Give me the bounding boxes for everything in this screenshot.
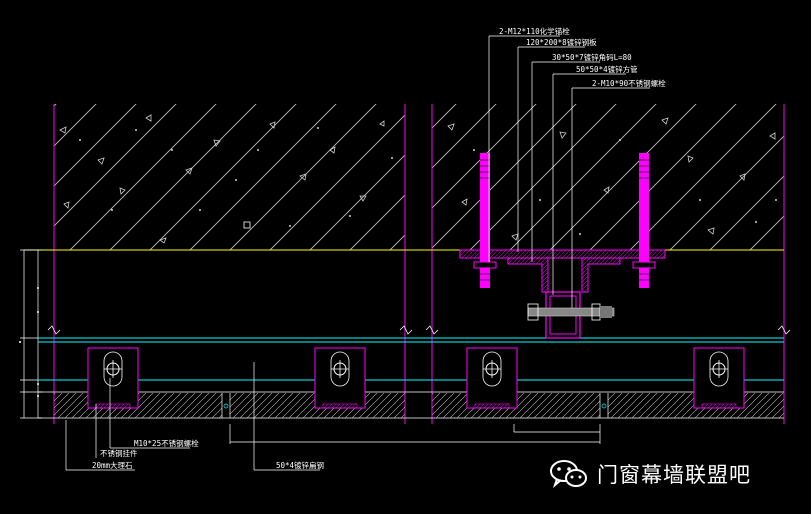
label-plate-120x200: 120*200*8镀锌钢板 [526, 37, 597, 47]
label-bolt-m12: 2-M12*110化学锚栓 [499, 26, 570, 36]
keel-lines [38, 337, 784, 381]
hanger-plates [87, 347, 745, 409]
hanger-plate [466, 347, 518, 409]
label-tube-50x50: 50*50*4镀锌方管 [576, 64, 638, 74]
label-bolt-m10-25-sub: 不锈钢挂件 [100, 448, 138, 458]
wechat-icon [550, 460, 587, 489]
watermark: 门窗幕墙联盟吧 [549, 458, 799, 490]
anchor-bolt-left [473, 153, 497, 288]
anchor-bolt-right [632, 153, 656, 288]
marker-square [243, 221, 251, 229]
dimension-bottom [229, 424, 601, 444]
embedded-plate [459, 249, 666, 259]
angle-brackets [507, 257, 621, 293]
break-marks [47, 325, 791, 335]
stone-joints [221, 393, 609, 418]
dimension-left [20, 249, 42, 419]
leader-lines [65, 35, 650, 471]
wall-boundaries [53, 104, 785, 424]
label-bolt-m10-90: 2-M10*90不锈钢螺栓 [592, 78, 666, 88]
watermark-text: 门窗幕墙联盟吧 [597, 463, 751, 487]
label-angle-30x50: 30*50*7镀锌角码L=80 [552, 52, 632, 62]
hanger-plate [693, 347, 745, 409]
label-bolt-m10-25: M10*25不锈钢螺栓 [134, 438, 199, 448]
concrete-dots [79, 127, 777, 235]
hanger-plate [87, 347, 139, 409]
label-stone-20mm: 20mm大理石 [92, 460, 133, 470]
dimension-ticks-left [19, 287, 39, 397]
label-steel-50x4: 50*4镀锌扁钢 [276, 460, 324, 470]
concrete-wall-right [432, 104, 784, 250]
hanger-plate [314, 347, 366, 409]
concrete-wall-left [54, 104, 405, 250]
concrete-aggregate [59, 114, 776, 244]
tube-bolt [527, 303, 615, 321]
stone-panels [54, 393, 784, 418]
anchor-bolts [473, 153, 656, 288]
